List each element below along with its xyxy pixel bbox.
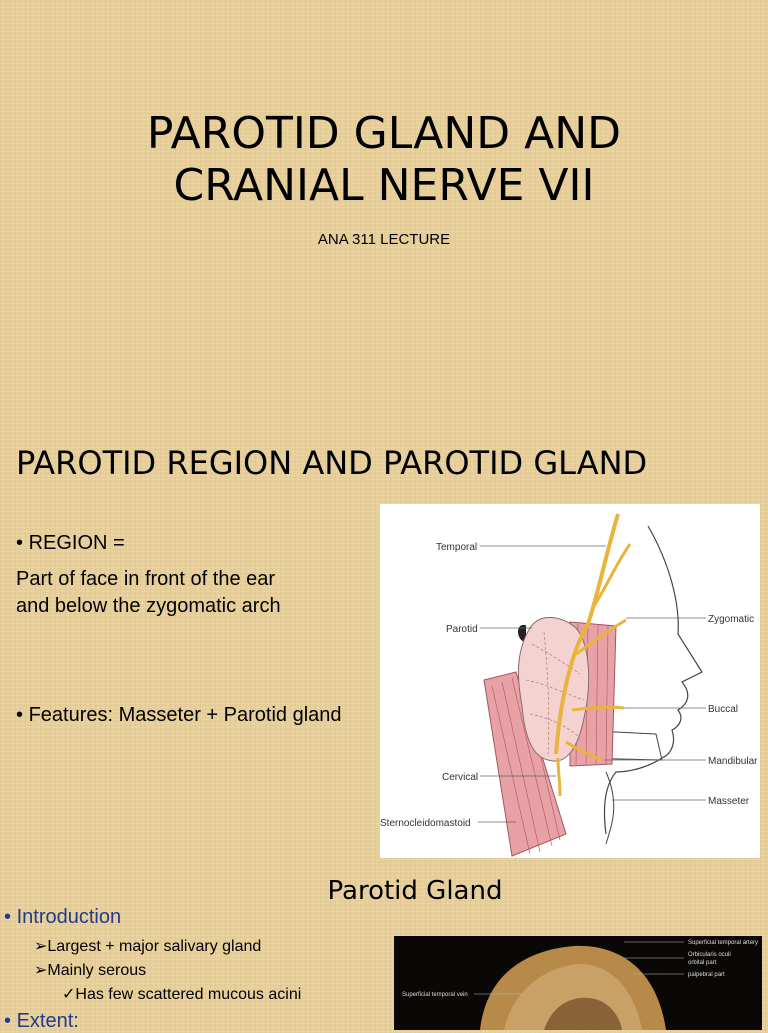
sub-bullet-serous: ➢Mainly serous: [34, 962, 147, 979]
check-bullet-icon: ✓: [62, 986, 76, 1003]
bullet-introduction: • Introduction: [4, 906, 122, 928]
label-parotid: Parotid: [446, 624, 478, 635]
region-description: Part of face in front of the ear and bel…: [16, 568, 281, 617]
bullet-icon: •: [16, 532, 24, 554]
label-orbicularis-oculi: Orbicularis oculi: [688, 952, 731, 958]
label-temporal: Temporal: [436, 542, 477, 553]
label-zygomatic: Zygomatic: [708, 614, 754, 625]
label-cervical: Cervical: [442, 772, 478, 783]
parotid-gland-slide: Parotid Gland • Introduction ➢Largest + …: [0, 860, 768, 1032]
bullet-extent: • Extent:: [4, 1010, 79, 1032]
slide-title: PAROTID REGION AND PAROTID GLAND: [16, 444, 648, 482]
label-superficial-temporal-vein: Superficial temporal vein: [402, 992, 468, 998]
slide-title: Parotid Gland: [327, 876, 503, 906]
parotid-diagram: Temporal Parotid Cervical Sternocleidoma…: [380, 504, 760, 858]
bullet-region: • REGION =: [16, 532, 125, 554]
label-superficial-temporal-artery: Superficial temporal artery: [688, 940, 758, 946]
bullet-icon: •: [16, 704, 24, 726]
label-mandibular: Mandibular: [708, 756, 758, 767]
dissection-photo: Superficial temporal artery Orbicularis …: [394, 936, 762, 1030]
title-line-1: PAROTID GLAND AND: [146, 108, 622, 159]
bullet-icon: •: [4, 906, 12, 928]
label-masseter: Masseter: [708, 796, 750, 807]
label-orbital-part: orbital part: [688, 960, 717, 966]
slide-title: PAROTID GLAND AND CRANIAL NERVE VII: [0, 108, 768, 212]
title-line-2: CRANIAL NERVE VII: [173, 160, 595, 211]
title-slide: PAROTID GLAND AND CRANIAL NERVE VII ANA …: [0, 0, 768, 430]
bullet-features: • Features: Masseter + Parotid gland: [16, 704, 342, 726]
parotid-diagram-illustration: Temporal Parotid Cervical Sternocleidoma…: [380, 513, 758, 857]
parotid-region-slide: PAROTID REGION AND PAROTID GLAND • REGIO…: [0, 430, 768, 860]
label-buccal: Buccal: [708, 704, 738, 715]
sub-bullet-mucous: ✓Has few scattered mucous acini: [62, 986, 302, 1003]
dissection-photo-illustration: Superficial temporal artery Orbicularis …: [394, 936, 762, 1030]
arrow-bullet-icon: ➢: [34, 962, 48, 979]
slide-subtitle: ANA 311 LECTURE: [317, 231, 451, 248]
arrow-bullet-icon: ➢: [34, 938, 48, 955]
label-palpebral-part: palpebral part: [688, 972, 725, 978]
label-sternocleidomastoid: Sternocleidomastoid: [380, 818, 471, 829]
sub-bullet-largest: ➢Largest + major salivary gland: [34, 938, 262, 955]
bullet-icon: •: [4, 1010, 12, 1032]
